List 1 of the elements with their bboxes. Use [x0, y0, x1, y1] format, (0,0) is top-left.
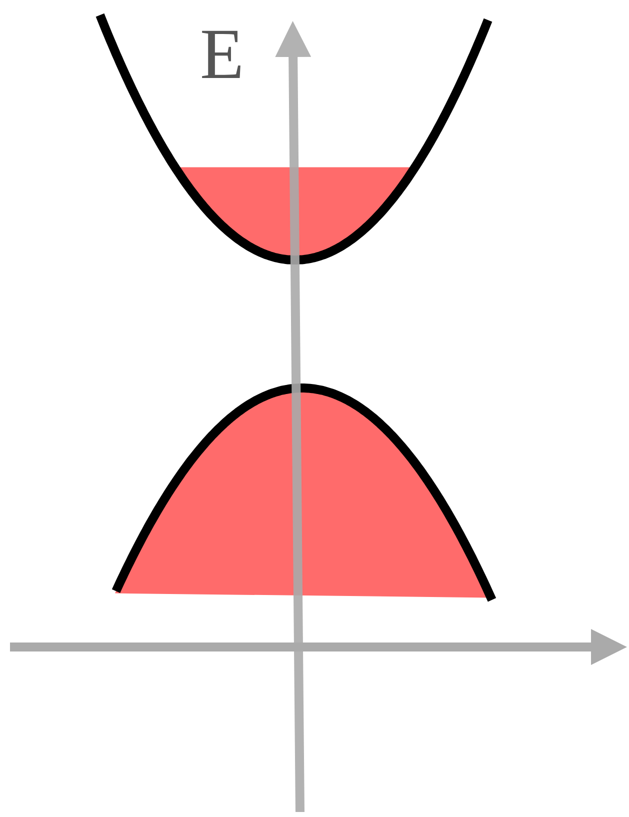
axis-label: E [200, 18, 244, 90]
